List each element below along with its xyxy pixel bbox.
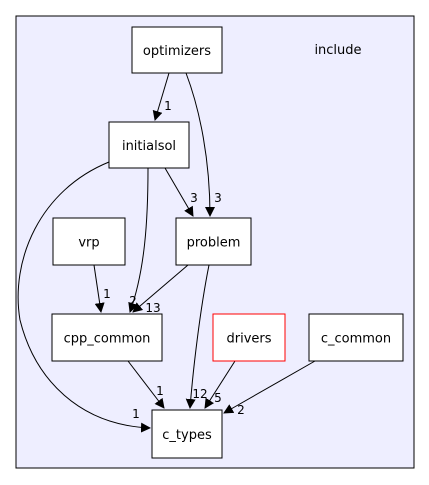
node-initialsol[interactable]: initialsol [108, 121, 190, 169]
edge-cpp_common-to-c_types [127, 360, 165, 409]
node-box-initialsol[interactable] [108, 121, 190, 169]
edge-label-optimizers-to-problem: 3 [214, 191, 222, 205]
node-label-c_types: c_types [162, 428, 212, 443]
node-problem[interactable]: problem [175, 217, 252, 266]
edge-vrp-to-cpp_common [93, 264, 105, 313]
edge-problem-to-cpp_common [132, 264, 189, 313]
node-label-c_common: c_common [321, 332, 391, 347]
nodes: optimizers initialsol vrp problem cpp_common… [51, 26, 404, 459]
node-label-problem: problem [187, 236, 241, 251]
edge-label-vrp-to-cpp_common: 1 [103, 287, 111, 301]
edge-label-drivers-to-c_types: 5 [214, 391, 222, 405]
edge-drivers-to-c_types [204, 360, 236, 409]
edge-label-initialsol-to-problem: 3 [190, 191, 198, 205]
node-label-cpp_common: cpp_common [64, 332, 151, 347]
edge-label-c_common-to-c_types: 2 [237, 403, 245, 417]
edge-initialsol-to-problem [164, 167, 194, 217]
cluster-label: include [314, 43, 361, 58]
node-c_types[interactable]: c_types [151, 409, 223, 459]
node-vrp[interactable]: vrp [52, 217, 126, 266]
edge-label-optimizers-to-initialsol: 1 [164, 99, 172, 113]
node-box-optimizers[interactable] [131, 26, 223, 74]
node-label-initialsol: initialsol [122, 139, 176, 154]
node-label-vrp: vrp [78, 236, 99, 251]
edge-initialsol-to-c_types [17, 161, 151, 433]
node-c_common[interactable]: c_common [308, 313, 404, 362]
node-label-drivers: drivers [226, 332, 271, 347]
edge-label-initialsol-to-cpp_common: 2 [129, 294, 137, 308]
edge-problem-to-c_types [185, 264, 210, 409]
edge-initialsol-to-cpp_common [128, 167, 149, 313]
node-optimizers[interactable]: optimizers [131, 26, 223, 74]
node-box-c_common[interactable] [308, 313, 404, 362]
node-box-drivers[interactable] [212, 313, 286, 362]
node-label-optimizers: optimizers [143, 44, 211, 59]
edge-label-initialsol-to-c_types: 1 [132, 407, 140, 421]
node-box-c_types[interactable] [151, 409, 223, 459]
node-cpp_common[interactable]: cpp_common [51, 313, 163, 362]
edges [17, 72, 316, 433]
edge-label-cpp_common-to-c_types: 1 [156, 384, 164, 398]
node-box-vrp[interactable] [52, 217, 126, 266]
edge-label-problem-to-c_types: 12 [192, 387, 207, 401]
edge-optimizers-to-problem [185, 72, 215, 217]
edge-optimizers-to-initialsol [152, 72, 170, 121]
node-box-cpp_common[interactable] [51, 313, 163, 362]
node-box-problem[interactable] [175, 217, 252, 266]
node-drivers[interactable]: drivers [212, 313, 286, 362]
edge-c_common-to-c_types [223, 360, 316, 414]
edge-label-problem-to-cpp_common: 13 [145, 301, 160, 315]
